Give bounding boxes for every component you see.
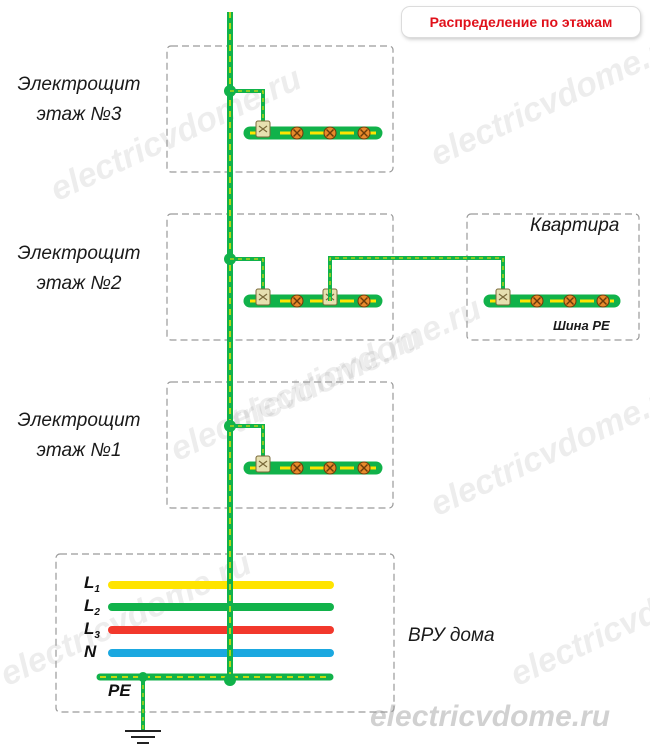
bus-l2-label: L2: [84, 596, 100, 618]
vru-frame: [55, 553, 395, 713]
watermark: electricvdome.ru: [370, 700, 611, 733]
bus-l1-label: L1: [84, 573, 100, 595]
floor1-label-line2: этаж №1: [36, 440, 122, 461]
floor1-pe-bus: [224, 420, 383, 475]
floor3-panel-frame: [166, 45, 394, 173]
ground-icon: [125, 730, 161, 744]
apartment-feeder: [328, 256, 505, 301]
vru-label: ВРУ дома: [408, 625, 495, 646]
floor3-pe-bus: [224, 85, 383, 140]
floor3-label-line1: Электрощит: [17, 74, 141, 95]
apartment-pe-bus: [483, 288, 621, 308]
apartment-label: Квартира: [530, 215, 620, 236]
pe-bus-label: Шина PE: [553, 318, 610, 333]
floor1-label-line1: Электрощит: [17, 410, 141, 431]
floor1-panel-frame: [166, 381, 394, 509]
floor1-label: Электрощит этаж №1: [4, 406, 154, 466]
floor2-label-line2: этаж №2: [36, 273, 122, 294]
floor2-pe-bus: [224, 253, 383, 308]
floor2-panel-frame: [166, 213, 394, 341]
pe-riser: [224, 12, 236, 686]
ground-lead: [138, 672, 148, 730]
bus-pe-label: PE: [108, 681, 131, 700]
bus-l3-label: L3: [84, 619, 100, 641]
floor3-label-line2: этаж №3: [36, 104, 122, 125]
floor3-label: Электрощит этаж №3: [4, 70, 154, 130]
bus-n-label: N: [84, 642, 97, 661]
floor2-label: Электрощит этаж №2: [4, 239, 154, 299]
diagram-title: Распределение по этажам: [402, 7, 640, 37]
floor2-label-line1: Электрощит: [17, 243, 141, 264]
apartment-frame: [466, 213, 640, 341]
